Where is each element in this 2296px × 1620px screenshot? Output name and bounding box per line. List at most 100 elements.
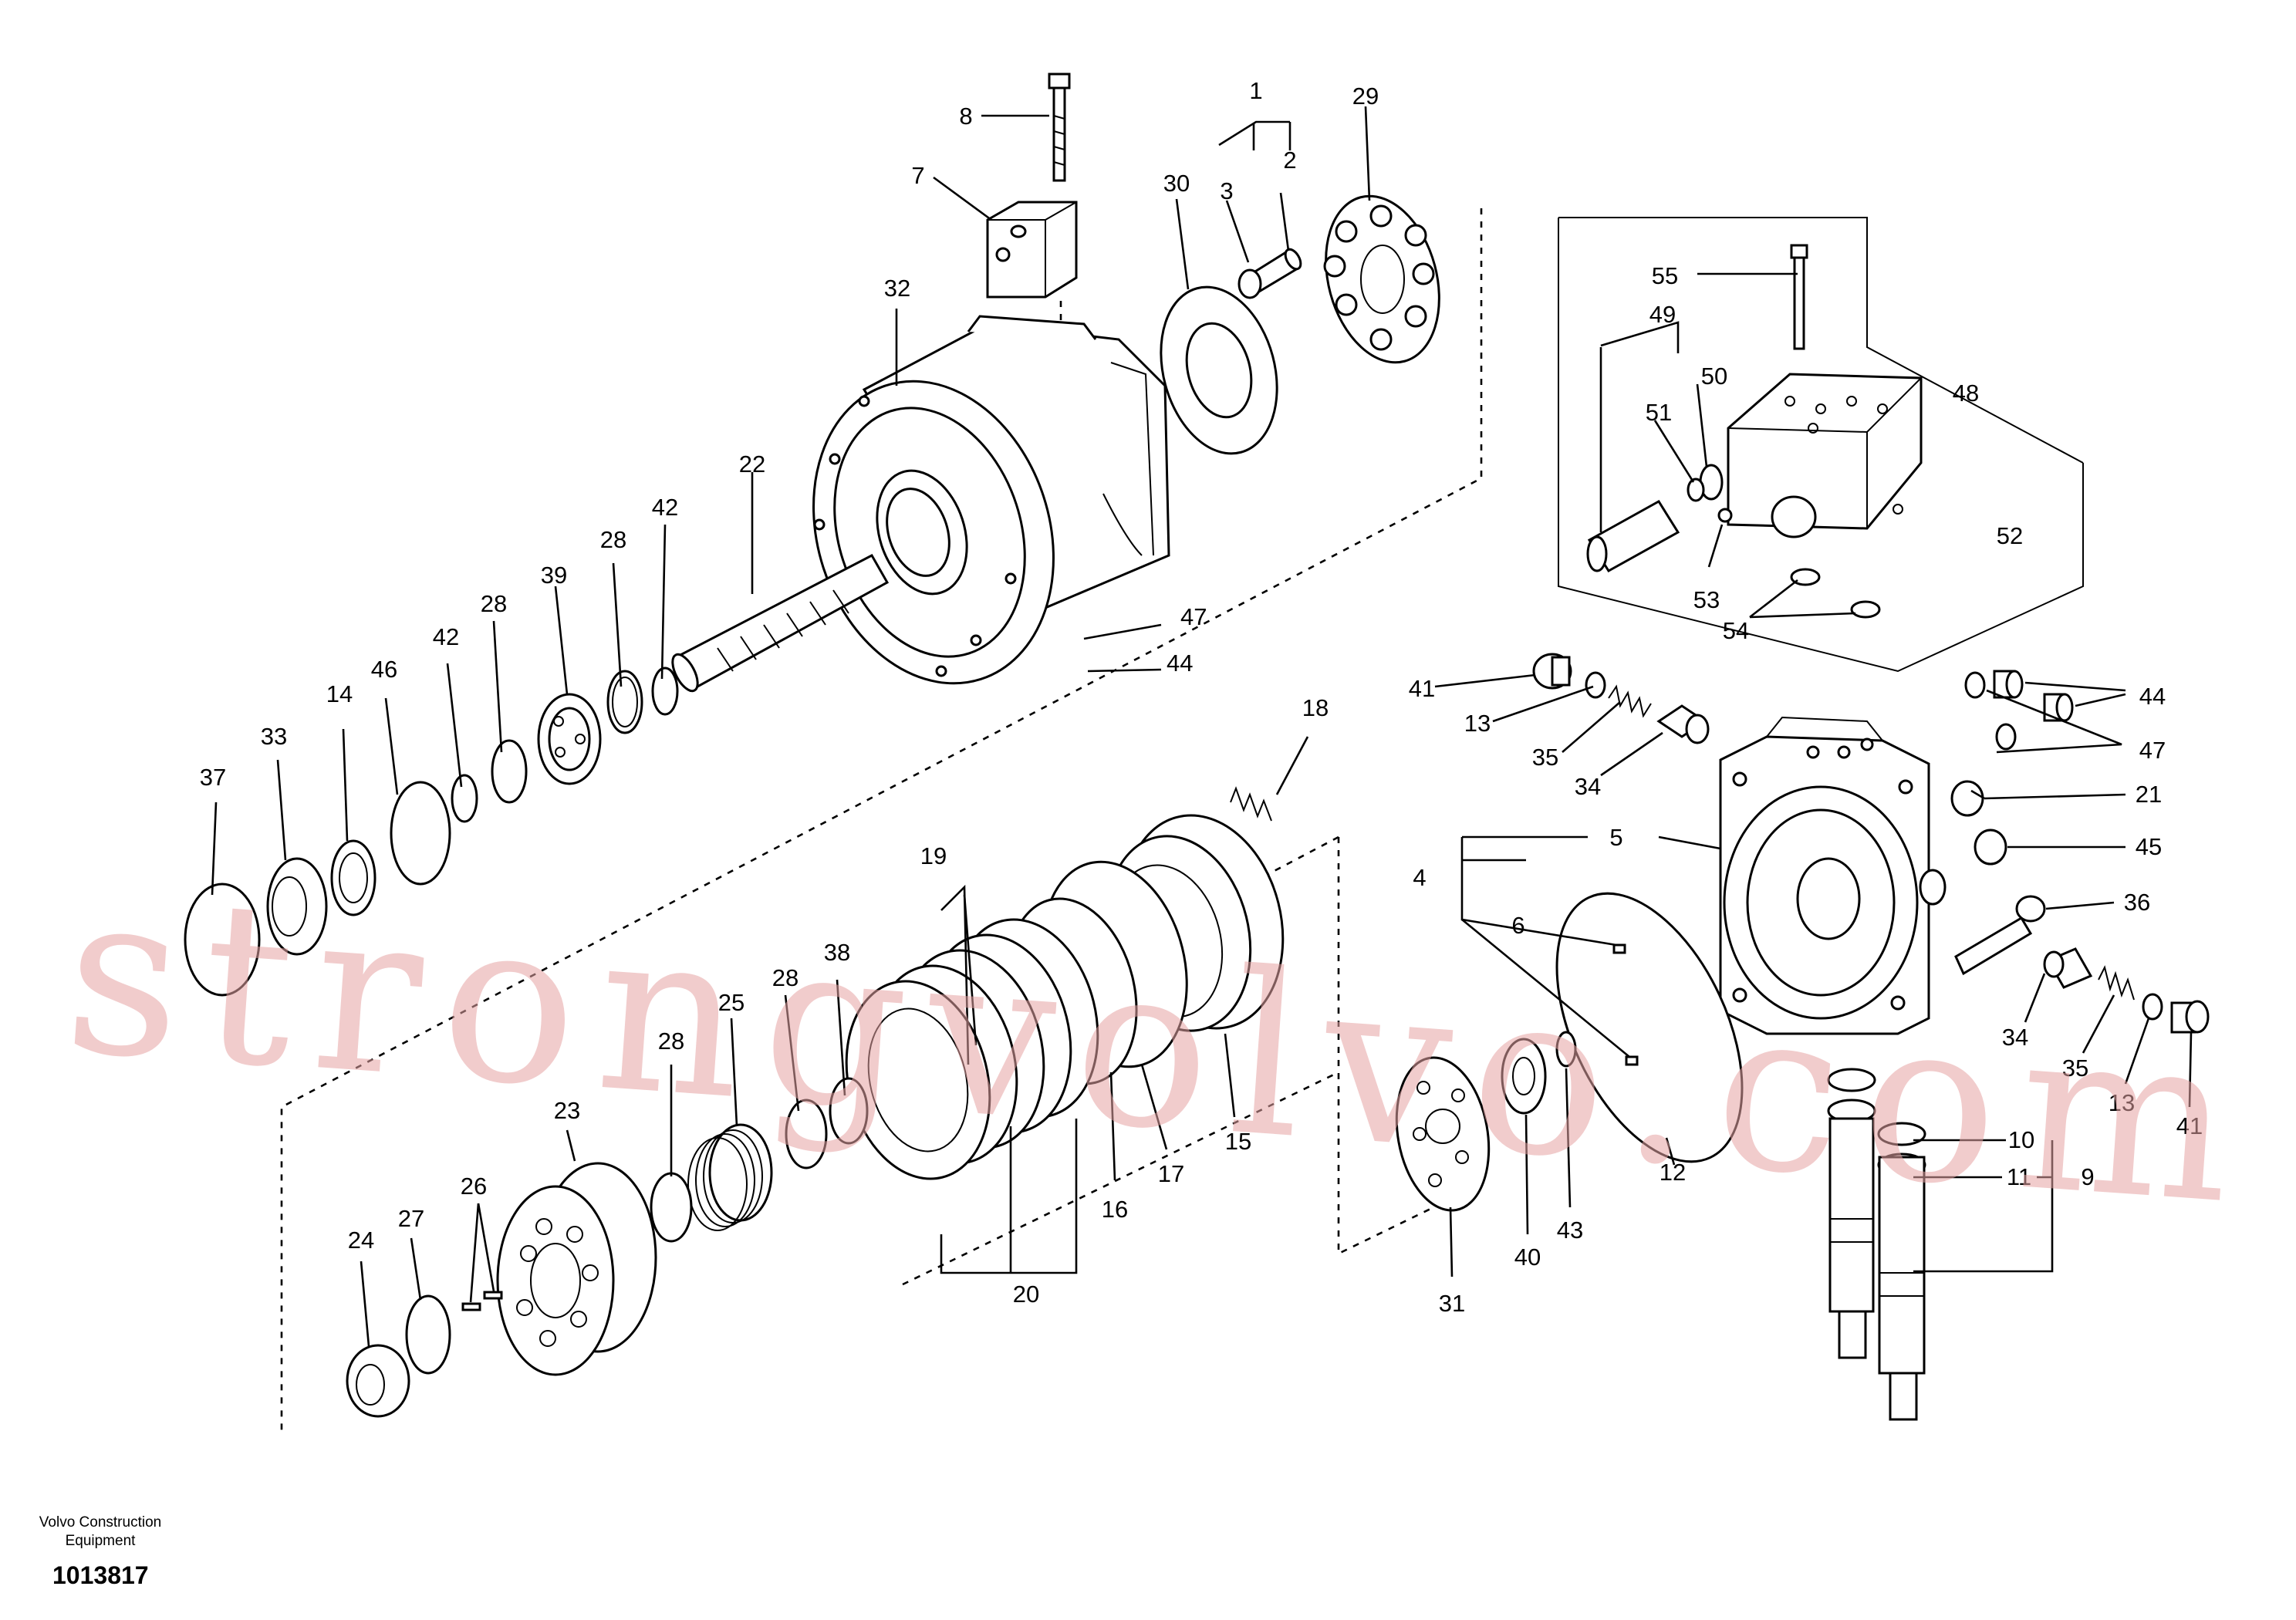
plug-52-right [1771, 495, 1817, 538]
plug-21 [1950, 780, 1984, 817]
ring-42-upper [651, 667, 679, 716]
manufacturer-line-2: Equipment [65, 1533, 136, 1549]
oring-54b [1850, 600, 1881, 619]
seal-33 [266, 857, 328, 956]
callout-23: 23 [554, 1097, 580, 1124]
plug-41-upper [1532, 653, 1572, 690]
plug-41-lower [2170, 1000, 2210, 1034]
ring-42-lower [451, 774, 478, 823]
ring-38 [829, 1077, 869, 1145]
callout-14: 14 [326, 680, 353, 707]
valve-housing-5 [1719, 716, 1947, 1035]
spherical-bushing-24 [346, 1344, 410, 1418]
callout-13-lower: 13 [2109, 1089, 2135, 1116]
callout-25: 25 [718, 989, 745, 1016]
callout-35-upper: 35 [1532, 744, 1558, 771]
callout-8: 8 [959, 103, 972, 130]
callout-27: 27 [398, 1205, 424, 1232]
callout-35-lower: 35 [2062, 1055, 2088, 1082]
block-7 [986, 201, 1078, 299]
pin-26b [483, 1291, 503, 1300]
motor-housing-32 [812, 315, 1170, 685]
manufacturer-line-1: Volvo Construction [39, 1514, 162, 1531]
callout-22: 22 [739, 451, 765, 478]
oring-13-lower [2142, 993, 2163, 1021]
callout-28-upper: 28 [600, 526, 626, 553]
valve-block-52 [1727, 373, 1923, 530]
shaft-22 [671, 554, 890, 693]
callout-44-right: 44 [2139, 683, 2166, 710]
callout-26: 26 [461, 1173, 487, 1200]
callout-45: 45 [2136, 833, 2162, 860]
callout-54: 54 [1723, 617, 1749, 644]
plug-45 [1974, 829, 2007, 866]
oring-13-upper [1585, 671, 1606, 699]
callout-19: 19 [920, 842, 947, 869]
bearing-14 [330, 839, 376, 916]
piston-34-upper [1656, 704, 1710, 744]
oring-47-upper [1964, 671, 1986, 699]
diagram-artwork [184, 73, 2210, 1436]
callout-32: 32 [884, 275, 910, 302]
callout-39: 39 [541, 562, 567, 589]
callout-28-a: 28 [481, 590, 507, 617]
spool-assembly-9 [1827, 1068, 1926, 1421]
oring-12 [1555, 892, 1744, 1163]
callout-37: 37 [200, 764, 226, 791]
spring-25 [687, 1123, 773, 1231]
ring-28-upper [606, 670, 643, 734]
callout-24: 24 [348, 1227, 374, 1254]
callout-44-left: 44 [1167, 650, 1193, 677]
callout-53: 53 [1693, 586, 1720, 613]
callout-21: 21 [2136, 781, 2162, 808]
piston-1 [1237, 248, 1302, 299]
oring-47-lower [1995, 723, 2017, 751]
plate-30 [1160, 285, 1278, 455]
ball-53 [1717, 508, 1733, 523]
callout-13-upper: 13 [1464, 710, 1491, 737]
ring-28-lower-left [491, 739, 528, 804]
bolt-36 [1954, 895, 2046, 976]
callout-16: 16 [1102, 1196, 1128, 1223]
callout-31: 31 [1439, 1290, 1465, 1317]
callout-1: 1 [1249, 77, 1262, 104]
oring-54a [1790, 568, 1821, 586]
pin-26a [461, 1302, 481, 1311]
ring-28-mid [785, 1099, 828, 1169]
callout-46: 46 [371, 656, 397, 683]
callout-28-c: 28 [658, 1028, 684, 1055]
valve-plate-31 [1395, 1056, 1491, 1212]
valve-cartridge-49 [1586, 499, 1680, 573]
pin-6b [1625, 1055, 1639, 1066]
callout-51: 51 [1646, 399, 1672, 426]
callout-6: 6 [1511, 912, 1524, 939]
callout-41-upper: 41 [1409, 675, 1435, 702]
callout-49: 49 [1649, 301, 1676, 328]
cylinder-block-23 [496, 1162, 657, 1376]
piston-34-lower [2043, 947, 2093, 989]
snap-ring-37 [184, 883, 261, 997]
callout-18: 18 [1302, 694, 1329, 721]
callout-40: 40 [1514, 1244, 1541, 1271]
bolt-55 [1790, 244, 1808, 350]
callout-41-lower: 41 [2176, 1112, 2203, 1139]
callout-4: 4 [1413, 864, 1426, 891]
callout-12: 12 [1660, 1159, 1686, 1186]
spring-35-lower [2098, 965, 2135, 1001]
bearing-39 [537, 693, 602, 785]
callout-47-right: 47 [2139, 737, 2166, 764]
pin-6a [1612, 943, 1626, 954]
ring-51 [1687, 478, 1705, 502]
callout-15: 15 [1225, 1128, 1251, 1155]
callout-42-lower: 42 [433, 623, 459, 650]
callout-17: 17 [1158, 1160, 1184, 1187]
callout-47-left: 47 [1180, 603, 1207, 630]
callout-11: 11 [2007, 1163, 2031, 1190]
callout-48: 48 [1953, 380, 1979, 407]
callout-2: 2 [1283, 147, 1296, 174]
callout-3: 3 [1220, 177, 1233, 204]
bearing-40 [1501, 1038, 1547, 1115]
callout-10: 10 [2008, 1126, 2034, 1153]
callout-labels: 8 7 1 2 3 29 30 32 22 42 28 39 28 42 46 … [200, 77, 2203, 1317]
callout-33: 33 [261, 723, 287, 750]
